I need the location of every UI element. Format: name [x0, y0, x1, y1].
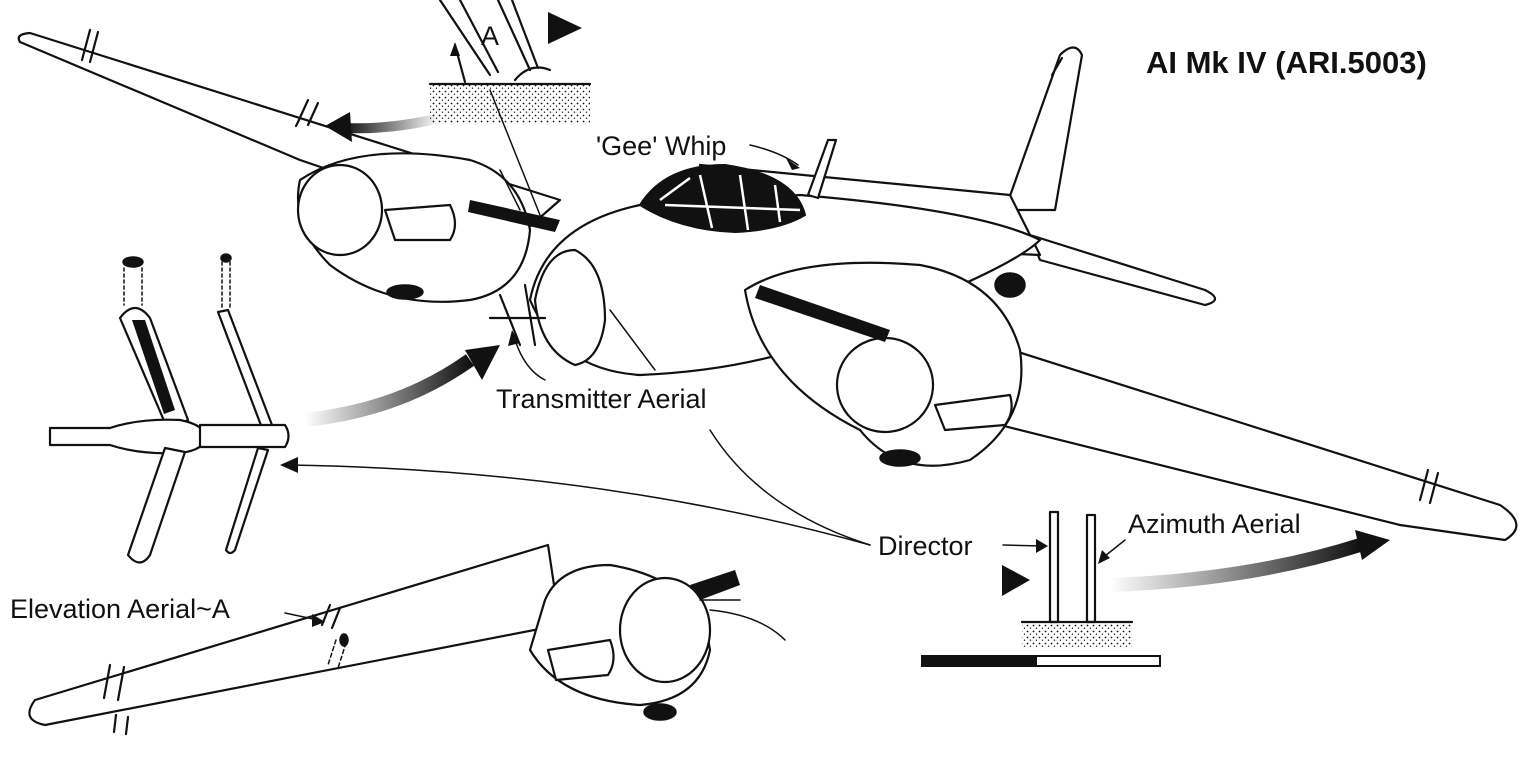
tailplane	[1028, 233, 1217, 307]
tail-fin	[1003, 46, 1084, 212]
gee-whip-label: 'Gee' Whip	[596, 131, 726, 161]
nose	[533, 248, 607, 367]
azimuth-aerial-detail	[921, 510, 1161, 667]
director-label: Director	[878, 531, 973, 561]
leader-director-to-transmitter	[709, 429, 871, 546]
canopy	[638, 163, 807, 234]
inset-elevation-aerial-A: A	[428, 0, 592, 216]
inset-a-label: A	[481, 21, 499, 51]
direction-marker-icon	[548, 12, 582, 44]
starboard-wing-tip-mark	[1418, 468, 1430, 502]
leader-director-to-detail	[289, 464, 871, 546]
transmitter-aerial-label: Transmitter Aerial	[496, 384, 707, 414]
port-engine-nacelle	[296, 152, 560, 303]
elevation-aerial-label: Elevation Aerial~A	[10, 594, 230, 624]
direction-marker-2-icon	[1002, 565, 1030, 596]
arrow-inset-a	[344, 113, 442, 134]
azimuth-aerial-label: Azimuth Aerial	[1128, 509, 1301, 539]
leader-gee-whip	[749, 144, 799, 166]
arrow-azimuth	[1109, 538, 1363, 592]
leader-transmitter	[514, 339, 546, 381]
starboard-engine-nacelle	[743, 261, 1026, 467]
transmitter-aerial-detail	[48, 253, 290, 564]
diagram-title: AI Mk IV (ARI.5003)	[1146, 45, 1427, 80]
gee-whip-aerial	[806, 138, 838, 200]
port-wing-tip-mark	[80, 28, 92, 62]
elevation-wing-detail	[28, 543, 786, 736]
arrow-transmitter	[304, 354, 475, 427]
aircraft-main	[17, 28, 1518, 542]
leader-director	[1002, 544, 1043, 547]
